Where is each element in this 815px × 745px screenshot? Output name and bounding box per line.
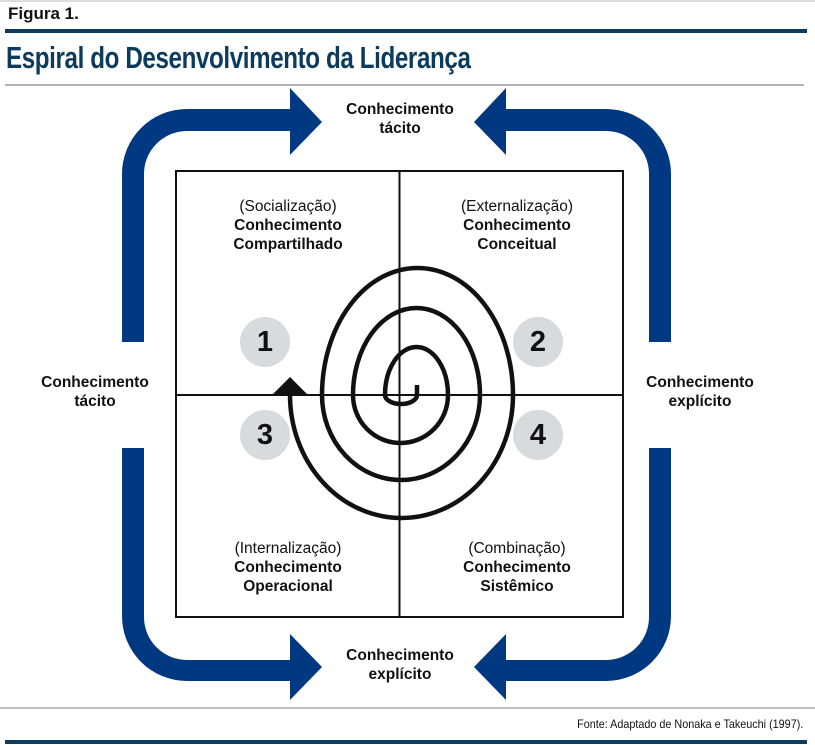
quadrant-line: Conceitual [477, 236, 557, 253]
arrow-top-right [474, 88, 672, 342]
quadrant-socialization: (Socialização) Conhecimento Compartilhad… [198, 197, 378, 254]
label-bottom-explicit: Conhecimento explícito [310, 646, 490, 684]
label-line: tácito [379, 120, 421, 137]
page-title: Espiral do Desenvolvimento da Liderança [6, 40, 471, 75]
header-rule [5, 29, 807, 33]
quadrant-line: Conhecimento [463, 217, 571, 234]
quadrant-internalization: (Internalização) Conhecimento Operaciona… [198, 539, 378, 596]
quadrant-mode: (Externalização) [461, 198, 573, 215]
quadrant-line: Sistêmico [480, 578, 554, 595]
label-line: tácito [74, 393, 116, 410]
label-line: Conhecimento [41, 374, 149, 391]
quadrant-number-badge: 3 [240, 410, 290, 460]
label-line: Conhecimento [346, 101, 454, 118]
quadrant-number-badge: 4 [513, 410, 563, 460]
figure-label: Figura 1. [8, 4, 79, 23]
quadrant-number-badge: 2 [513, 317, 563, 367]
bottom-rule [5, 740, 807, 744]
label-line: explícito [668, 393, 732, 410]
quadrant-mode: (Internalização) [234, 540, 342, 557]
quadrant-externalization: (Externalização) Conhecimento Conceitual [427, 197, 607, 254]
quadrant-line: Conhecimento [234, 217, 342, 234]
source-note: Fonte: Adaptado de Nonaka e Takeuchi (19… [576, 717, 803, 731]
quadrant-line: Conhecimento [463, 559, 571, 576]
label-line: Conhecimento [346, 647, 454, 664]
arrow-bottom-right [474, 448, 671, 700]
quadrant-number-badge: 1 [240, 317, 290, 367]
knowledge-spiral [287, 265, 516, 521]
quadrant-mode: (Combinação) [468, 540, 566, 557]
label-top-tacit: Conhecimento tácito [310, 100, 490, 138]
label-line: Conhecimento [646, 374, 754, 391]
quadrant-line: Compartilhado [233, 236, 343, 253]
quadrant-line: Operacional [243, 578, 333, 595]
arrow-bottom-left [122, 448, 322, 700]
quadrant-line: Conhecimento [234, 559, 342, 576]
arrow-top-left [121, 88, 322, 342]
spiral-arrowhead [272, 377, 308, 395]
label-line: explícito [368, 666, 432, 683]
label-right-explicit: Conhecimento explícito [610, 373, 790, 411]
label-left-tacit: Conhecimento tácito [5, 373, 185, 411]
quadrant-mode: (Socialização) [239, 198, 337, 215]
quadrant-combination: (Combinação) Conhecimento Sistêmico [427, 539, 607, 596]
